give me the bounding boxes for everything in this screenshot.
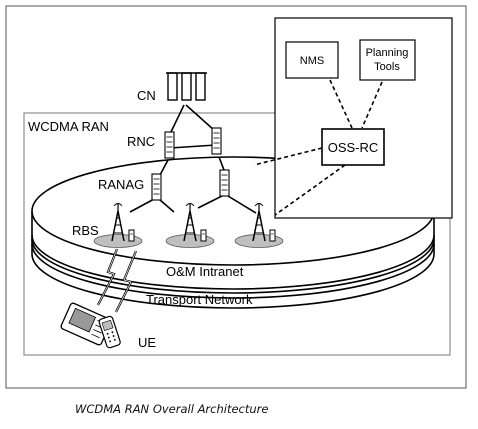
ranag-cabinet-left — [151, 173, 162, 201]
wcdma-ran-label: WCDMA RAN — [28, 119, 109, 134]
planning-tools-label-line2: Tools — [374, 61, 400, 73]
rnc-cabinet-left — [164, 131, 175, 159]
cn-label: CN — [137, 88, 156, 103]
transport-network-label: Transport Network — [146, 292, 253, 307]
radio-links — [97, 248, 138, 313]
ranag-label: RANAG — [98, 177, 144, 192]
planning-tools-box — [359, 39, 416, 81]
om-links — [253, 79, 383, 216]
rbs-site-2 — [165, 202, 215, 248]
ranag-cabinet-right — [219, 169, 230, 197]
rbs-label: RBS — [72, 223, 99, 238]
cn-node — [166, 72, 207, 101]
rnc-cabinet-right — [211, 127, 222, 155]
nms-box — [285, 41, 339, 79]
oss-rc-box — [321, 128, 385, 166]
nms-label: NMS — [300, 55, 324, 67]
rbs-site-3 — [234, 202, 284, 248]
ue-devices — [60, 302, 121, 349]
oss-rc-label: OSS-RC — [328, 140, 379, 155]
figure-caption: WCDMA RAN Overall Architecture — [75, 402, 268, 416]
phone-icon — [98, 315, 121, 349]
om-intranet-label: O&M Intranet — [166, 264, 244, 279]
planning-tools-label-line1: Planning — [366, 47, 409, 59]
rnc-label: RNC — [127, 134, 155, 149]
rbs-site-1 — [93, 202, 143, 248]
ue-label: UE — [138, 335, 156, 350]
